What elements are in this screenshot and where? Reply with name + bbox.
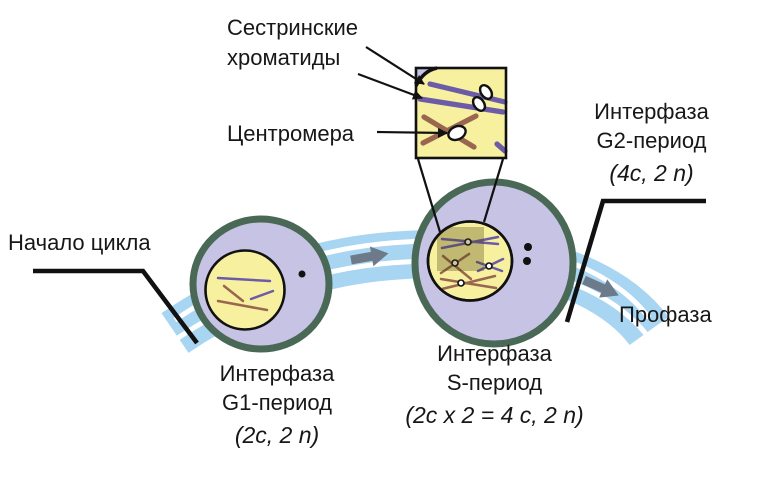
cell-s-centriole-dot-1 (524, 243, 532, 251)
cell-g1-centriole-dot (298, 270, 306, 278)
inset-centromere-lobe-2 (471, 96, 487, 112)
inset-purple-stub (494, 141, 508, 154)
flow-arrow-to-prophase (582, 275, 619, 298)
prophase-label: Профаза (619, 302, 712, 327)
inset-centromere-brown (447, 124, 467, 142)
flow-arrows (350, 246, 619, 298)
cycle-start-pointer-line (33, 268, 199, 345)
sister-chromatids-line1: Сестринские (227, 15, 359, 40)
g2-formula: (4c, 2 n) (609, 160, 694, 186)
cell-s-centriole-dot-2 (523, 257, 531, 265)
g2-phase-label: Интерфаза G2-период (4c, 2 n) (564, 97, 739, 188)
cell-s-chromosome-pairs (439, 235, 505, 291)
s-phase-label: Интерфаза S-период (2c x 2 = 4 c, 2 n) (382, 339, 607, 430)
s-line1: Интерфаза (437, 341, 552, 366)
sister-chromatids-label: Сестринские хроматиды (227, 13, 358, 73)
cell-s (411, 178, 577, 348)
inset-connector-lines (416, 158, 505, 233)
g1-formula: (2c, 2 n) (234, 422, 320, 448)
cell-s-nucleus-outline (426, 220, 514, 302)
g1-line2: G1-период (222, 390, 332, 415)
cycle-start-label: Начало цикла (8, 230, 151, 255)
sister-chromatid-arrow-2 (357, 72, 423, 100)
cell-g1 (189, 215, 333, 353)
s-formula: (2c x 2 = 4 c, 2 n) (405, 402, 584, 428)
inset-nuclear-envelope-corner (416, 68, 437, 86)
cell-g1-chromatin (216, 276, 275, 312)
centromere-pointer-arrow (376, 127, 448, 138)
g2-line2: G2-период (596, 128, 707, 153)
g2-line1: Интерфаза (594, 99, 709, 124)
inset-purple-chromatid-pair (417, 81, 508, 115)
centromere-label: Центромера (227, 121, 355, 146)
flow-arrow-g1-to-s (350, 246, 389, 267)
s-line2: S-период (446, 370, 543, 395)
g1-phase-label: Интерфаза G1-период (2c, 2 n) (177, 359, 377, 450)
inset-centromere-lobe-1 (478, 84, 494, 100)
g2-pointer-line (564, 198, 706, 323)
chromatid-inset (414, 66, 508, 160)
inset-border (414, 66, 508, 160)
sister-chromatids-line2: хроматиды (227, 45, 341, 70)
label-pointers (357, 46, 448, 138)
g1-line1: Интерфаза (219, 361, 335, 386)
magnified-region-shade (437, 227, 484, 271)
sister-chromatid-arrow-1 (365, 46, 425, 85)
